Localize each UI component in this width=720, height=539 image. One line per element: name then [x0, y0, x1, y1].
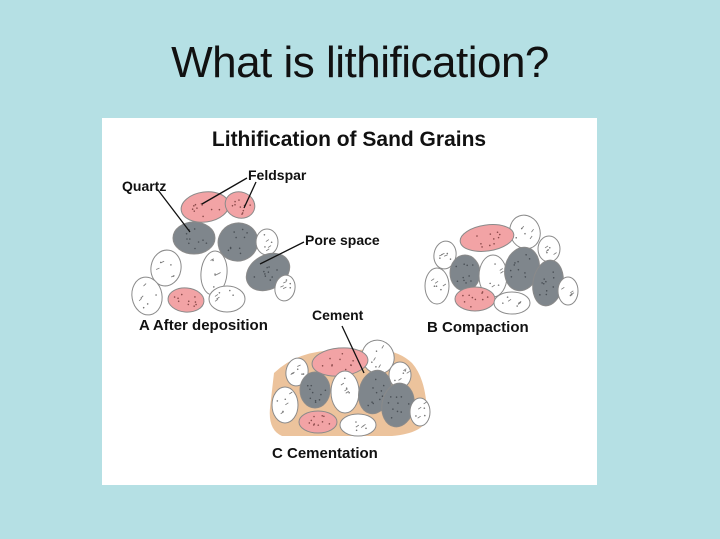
- white-grain: [255, 228, 279, 256]
- white-grain: [433, 240, 457, 270]
- quartz-grain: [217, 222, 259, 262]
- cement-annotation: Cement: [312, 307, 365, 374]
- pointer-line: [157, 189, 191, 233]
- panel-b-grains: [424, 214, 579, 315]
- white-grain: [150, 249, 182, 287]
- feldspar-grain: [224, 191, 256, 219]
- quartz-annotation: Quartz: [122, 178, 191, 233]
- feldspar-annotation: Feldspar: [201, 167, 307, 209]
- white-grain: [208, 285, 246, 313]
- caption-layer: A After deposition B Compaction C Cementat…: [139, 317, 529, 462]
- white-grain: [409, 397, 431, 427]
- pore-space-annotation: Pore space: [259, 232, 380, 265]
- white-grain: [493, 291, 531, 315]
- feldspar-grain: [298, 410, 338, 434]
- pointer-line: [243, 181, 257, 209]
- pointer-line: [259, 241, 305, 265]
- figure-panel: Lithification of Sand Grains Quartz Felds…: [102, 118, 597, 485]
- panel-b-caption: B Compaction: [427, 319, 529, 336]
- pointer-line: [341, 325, 365, 374]
- grain-layer: [131, 191, 579, 437]
- white-grain: [274, 274, 296, 302]
- quartz-grain: [172, 221, 216, 255]
- white-grain: [537, 235, 561, 263]
- white-grain: [271, 386, 299, 424]
- quartz-grain: [299, 371, 331, 409]
- white-grain: [330, 370, 360, 414]
- annotation-label: Pore space: [305, 232, 380, 248]
- annotation-label: Quartz: [122, 178, 166, 194]
- figure-title: Lithification of Sand Grains: [212, 128, 486, 151]
- lithification-diagram: Lithification of Sand Grains Quartz Felds…: [122, 128, 579, 462]
- panel-c-grains: [271, 339, 431, 437]
- white-grain: [339, 413, 377, 437]
- slide-title: What is lithification?: [171, 38, 549, 87]
- quartz-grain: [504, 246, 540, 292]
- feldspar-grain: [167, 287, 205, 313]
- white-grain: [424, 267, 450, 305]
- panel-c-caption: C Cementation: [272, 445, 378, 462]
- panel-a-caption: A After deposition: [139, 317, 268, 334]
- pointer-line: [201, 177, 248, 205]
- quartz-grain: [449, 254, 481, 292]
- feldspar-grain: [454, 286, 496, 312]
- panel-a-grains: [131, 191, 296, 316]
- white-grain: [131, 276, 163, 316]
- annotation-label: Cement: [312, 307, 364, 323]
- feldspar-grain: [459, 224, 515, 252]
- white-grain: [557, 276, 579, 306]
- feldspar-grain: [180, 191, 230, 223]
- annotation-label: Feldspar: [248, 167, 307, 183]
